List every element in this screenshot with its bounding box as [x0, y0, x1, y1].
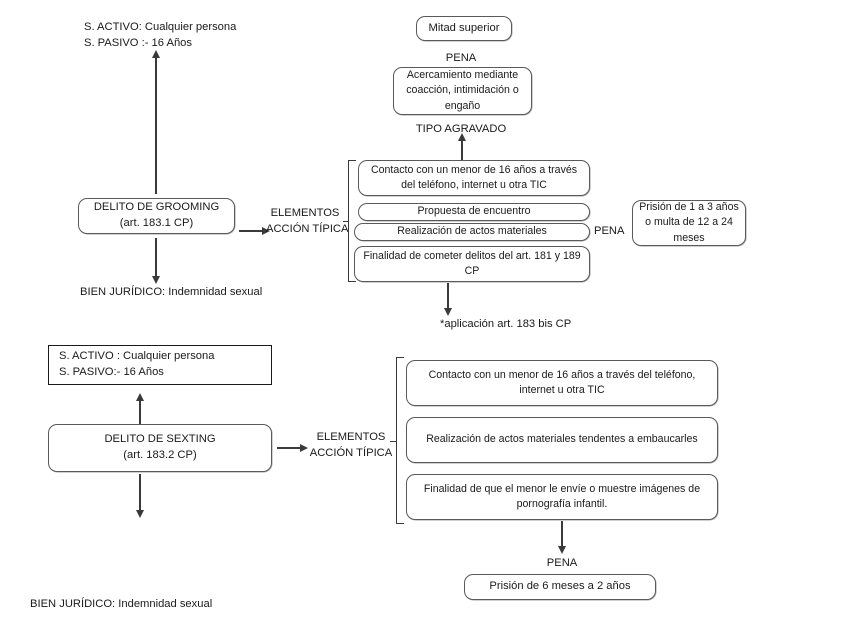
connector-grooming-down-arrowhead: [151, 276, 160, 284]
sexting-legal-good-text: BIEN JURÍDICO: Indemnidad sexual: [30, 598, 213, 610]
connector-aggravated-up-arrowhead: [457, 133, 466, 141]
grooming-element-box-2: Propuesta de encuentro: [358, 203, 590, 221]
connector-grooming-down-line: [155, 238, 157, 278]
connector-sexting-down-line: [139, 474, 141, 512]
connector-footnote-arrowhead: [443, 308, 452, 316]
grooming-element-label-3: Realización de actos materiales: [397, 225, 547, 238]
sexting-penalty-label: PENA: [546, 557, 578, 569]
grooming-element-label-1: Contacto con un menor de 16 años a travé…: [370, 163, 578, 191]
connector-grooming-up-arrowhead: [151, 50, 160, 58]
sexting-crime-box: DELITO DE SEXTING (art. 183.2 CP): [48, 424, 272, 472]
grooming-footnote-text: *aplicación art. 183 bis CP: [440, 318, 572, 330]
grooming-penalty-box-label: Prisión de 1 a 3 años o multa de 12 a 24…: [639, 201, 739, 244]
sexting-subjects-box: S. ACTIVO : Cualquier persona S. PASIVO:…: [48, 345, 272, 385]
grooming-aggravated-penalty-box: Mitad superior: [416, 16, 512, 41]
grooming-element-label-2: Propuesta de encuentro: [417, 205, 531, 218]
grooming-legal-good-text: BIEN JURÍDICO: Indemnidad sexual: [80, 286, 263, 298]
sexting-elements-label: ELEMENTOS ACCIÓN TÍPICA: [309, 431, 393, 459]
grooming-aggravated-box: Acercamiento mediante coacción, intimida…: [393, 67, 532, 115]
sexting-element-box-3: Finalidad de que el menor le envíe o mue…: [406, 474, 718, 520]
connector-grooming-right-line: [239, 230, 263, 232]
sexting-subjects-text: S. ACTIVO : Cualquier persona S. PASIVO:…: [59, 350, 215, 378]
connector-aggravated-up-line: [461, 140, 463, 160]
sexting-crime-box-label: DELITO DE SEXTING (art. 183.2 CP): [104, 433, 216, 461]
sexting-element-label-2: Realización de actos materiales tendente…: [426, 433, 698, 446]
connector-sexting-up-line: [139, 400, 141, 424]
grooming-elements-bracket-stem: [343, 220, 349, 223]
sexting-elements-bracket-stem: [390, 440, 397, 443]
grooming-elements-label: ELEMENTOS ACCIÓN TÍPICA: [266, 207, 349, 235]
grooming-element-box-1: Contacto con un menor de 16 años a travé…: [358, 160, 590, 196]
sexting-penalty-box-label: Prisión de 6 meses a 2 años: [489, 580, 631, 593]
connector-grooming-right-arrowhead: [262, 226, 270, 235]
grooming-aggravated-label: TIPO AGRAVADO: [415, 123, 507, 135]
sexting-element-box-1: Contacto con un menor de 16 años a travé…: [406, 360, 718, 406]
grooming-crime-box-label: DELITO DE GROOMING (art. 183.1 CP): [93, 201, 220, 229]
grooming-element-label-4: Finalidad de cometer delitos del art. 18…: [363, 249, 581, 277]
sexting-element-box-2: Realización de actos materiales tendente…: [406, 417, 718, 463]
grooming-subjects-text: S. ACTIVO: Cualquier persona S. PASIVO :…: [84, 21, 237, 49]
grooming-element-box-4: Finalidad de cometer delitos del art. 18…: [354, 246, 590, 282]
connector-sexting-penalty-arrowhead: [557, 546, 566, 554]
grooming-aggravated-penalty-box-label: Mitad superior: [428, 21, 500, 34]
connector-footnote-line: [447, 283, 449, 311]
grooming-penalty-box: Prisión de 1 a 3 años o multa de 12 a 24…: [632, 200, 746, 246]
sexting-penalty-box: Prisión de 6 meses a 2 años: [464, 574, 656, 600]
connector-grooming-up-line: [155, 56, 157, 194]
connector-sexting-right-arrowhead: [300, 443, 308, 452]
grooming-element-box-3: Realización de actos materiales: [354, 223, 590, 241]
connector-sexting-down-arrowhead: [135, 510, 144, 518]
grooming-aggravated-box-label: Acercamiento mediante coacción, intimida…: [406, 69, 519, 112]
sexting-elements-bracket: [396, 357, 404, 524]
connector-sexting-right-line: [277, 447, 301, 449]
sexting-element-label-1: Contacto con un menor de 16 años a travé…: [428, 368, 696, 396]
grooming-crime-box: DELITO DE GROOMING (art. 183.1 CP): [78, 198, 235, 234]
connector-sexting-penalty-line: [561, 521, 563, 549]
connector-sexting-up-arrowhead: [135, 393, 144, 401]
grooming-penalty-label: PENA: [594, 225, 625, 237]
sexting-element-label-3: Finalidad de que el menor le envíe o mue…: [423, 482, 701, 510]
grooming-aggravated-penalty-label: PENA: [445, 52, 477, 64]
